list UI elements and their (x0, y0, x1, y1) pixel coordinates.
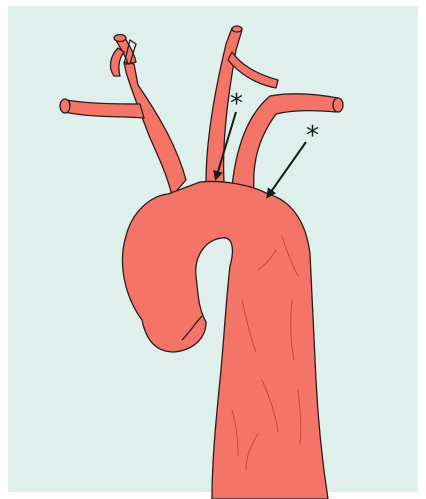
left-subclavian-end (333, 98, 343, 112)
right-subclavian-end (60, 99, 70, 113)
figure-background (8, 6, 418, 492)
right-carotid-end (114, 35, 126, 42)
marker-asterisk-right: * (306, 121, 319, 151)
marker-asterisk-left: * (230, 89, 243, 119)
left-carotid-end (232, 26, 242, 32)
